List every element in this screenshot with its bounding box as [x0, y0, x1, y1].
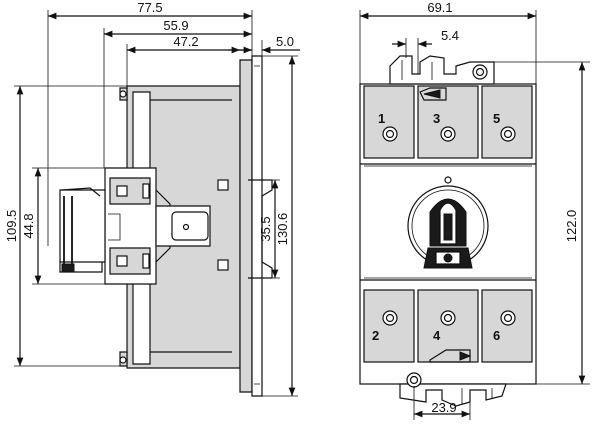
- terminal-label-4: 4: [433, 328, 441, 343]
- side-mechanism: [104, 167, 229, 285]
- dim-side-width-total: 77.5: [137, 0, 162, 15]
- front-bottom-terminals: [363, 289, 533, 363]
- side-view: 77.5 55.9 47.2 5.0 109.5 44.8 35.5 130.6: [4, 0, 300, 397]
- side-handle: [59, 187, 106, 273]
- front-dim-lines: [359, 10, 590, 420]
- terminal-label-3: 3: [433, 111, 440, 126]
- dim-side-width-mid: 55.9: [163, 18, 188, 33]
- front-switch-band: [360, 163, 536, 281]
- terminal-label-2: 2: [372, 328, 379, 343]
- dim-side-width-inner: 47.2: [173, 34, 198, 49]
- dim-front-height-total: 122.0: [564, 210, 579, 243]
- dim-side-height-outer: 109.5: [4, 210, 19, 243]
- terminal-label-5: 5: [493, 111, 500, 126]
- dim-side-rail-offset: 5.0: [276, 34, 294, 49]
- dim-side-height-total: 130.6: [275, 213, 290, 246]
- front-top-terminals: [363, 85, 533, 159]
- terminal-label-1: 1: [378, 111, 385, 126]
- dim-side-height-rail: 35.5: [258, 216, 273, 241]
- rotary-handle: [407, 185, 489, 269]
- dim-front-mount-spacing: 23.9: [431, 400, 456, 415]
- dim-front-terminal-pitch: 5.4: [441, 28, 459, 43]
- side-dim-lines: [14, 10, 300, 397]
- front-view: 1 3 5 2 4 6 69.1 5.4 122.0 23.9: [359, 0, 590, 420]
- side-din-rail: [239, 55, 273, 397]
- dim-front-width-total: 69.1: [427, 0, 452, 15]
- terminal-label-6: 6: [493, 328, 500, 343]
- front-bottom-mounts: [399, 372, 507, 407]
- dim-side-height-inner: 44.8: [21, 213, 36, 238]
- front-top-mounts: [389, 55, 495, 85]
